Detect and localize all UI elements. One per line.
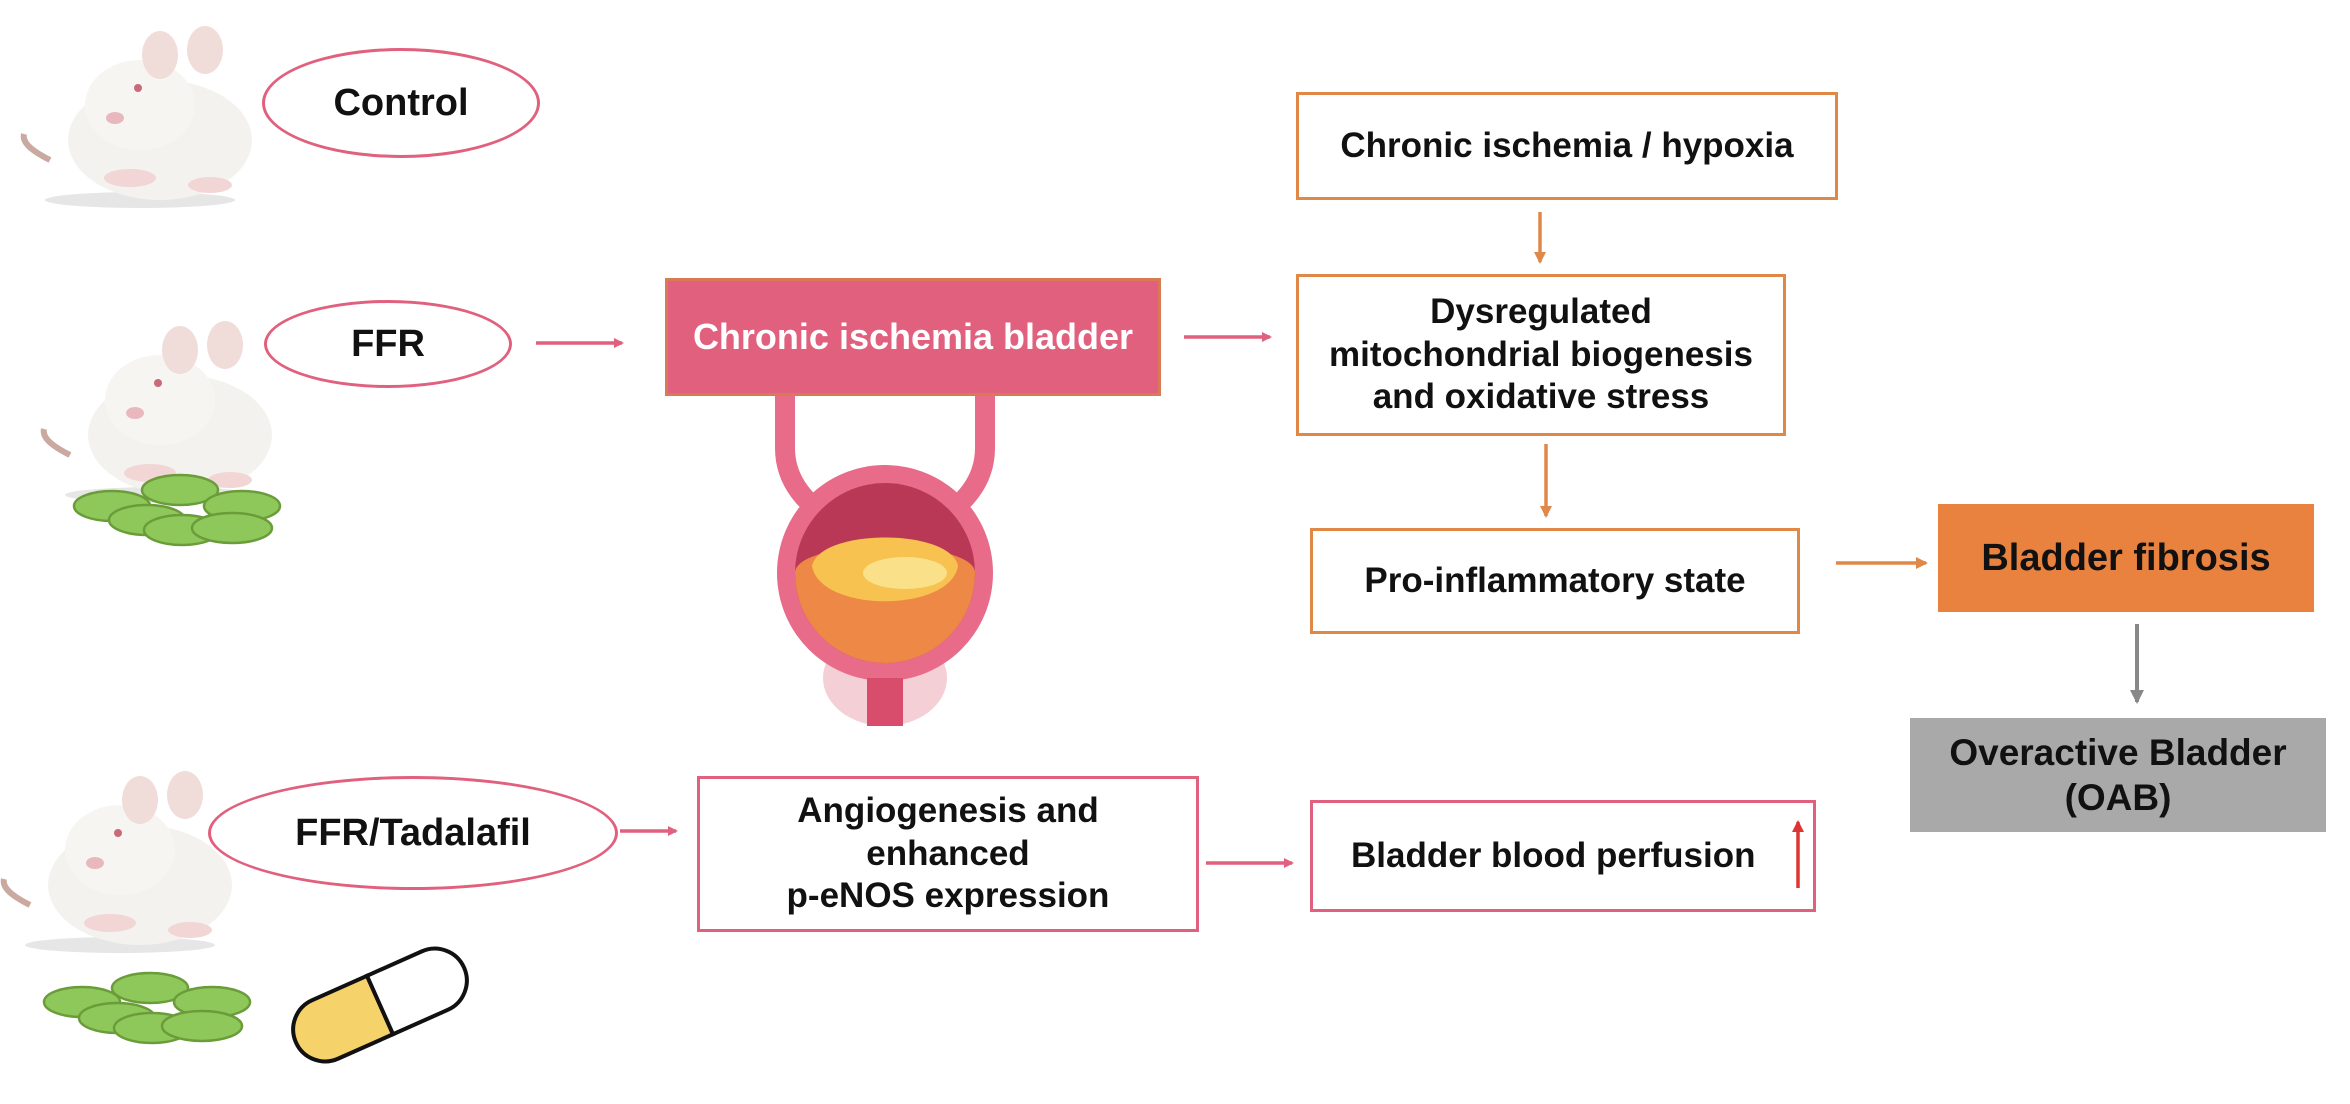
group-oval-control: Control: [262, 48, 540, 158]
group-oval-ffr: FFR: [264, 300, 512, 388]
capsule-icon: [291, 946, 469, 1064]
node-label: Bladder blood perfusion: [1351, 835, 1756, 875]
group-oval-ffr-tadalafil: FFR/Tadalafil: [208, 776, 618, 890]
node-bladder-fibrosis: Bladder fibrosis: [1938, 504, 2314, 612]
node-angiogenesis: Angiogenesis and enhanced p-eNOS express…: [697, 776, 1199, 932]
node-label: Pro-inflammatory state: [1364, 560, 1746, 600]
node-line: Dysregulated: [1430, 291, 1652, 331]
node-perfusion: Bladder blood perfusion: [1310, 800, 1816, 912]
bladder-icon: [775, 394, 995, 726]
rat-icon-ffr-tadalafil: [0, 771, 232, 953]
node-label: Bladder fibrosis: [1981, 536, 2271, 579]
food-pellets-icon-2: [42, 971, 252, 1045]
node-line: (OAB): [2064, 777, 2172, 818]
node-pro-inflammatory: Pro-inflammatory state: [1310, 528, 1800, 634]
node-oab: Overactive Bladder (OAB): [1910, 718, 2326, 832]
node-line: and oxidative stress: [1372, 377, 1710, 417]
node-label: Chronic ischemia bladder: [692, 316, 1134, 358]
group-label-control: Control: [333, 81, 469, 124]
group-label-ffr-tadalafil: FFR/Tadalafil: [295, 811, 531, 854]
node-chronic-ischemia-bladder: Chronic ischemia bladder: [665, 278, 1161, 396]
node-chronic-ischemia-hypoxia: Chronic ischemia / hypoxia: [1296, 92, 1838, 200]
node-line: enhanced: [866, 833, 1030, 873]
node-line: p-eNOS expression: [786, 876, 1110, 916]
node-dysregulated: Dysregulated mitochondrial biogenesis an…: [1296, 274, 1786, 436]
node-line: Overactive Bladder: [1949, 731, 2287, 773]
food-pellets-icon: [72, 473, 282, 547]
node-line: Angiogenesis and: [797, 790, 1099, 830]
node-label: Chronic ischemia / hypoxia: [1340, 125, 1794, 165]
rat-icon-control: [20, 26, 252, 208]
node-line: mitochondrial biogenesis: [1329, 334, 1753, 374]
group-label-ffr: FFR: [351, 322, 425, 365]
